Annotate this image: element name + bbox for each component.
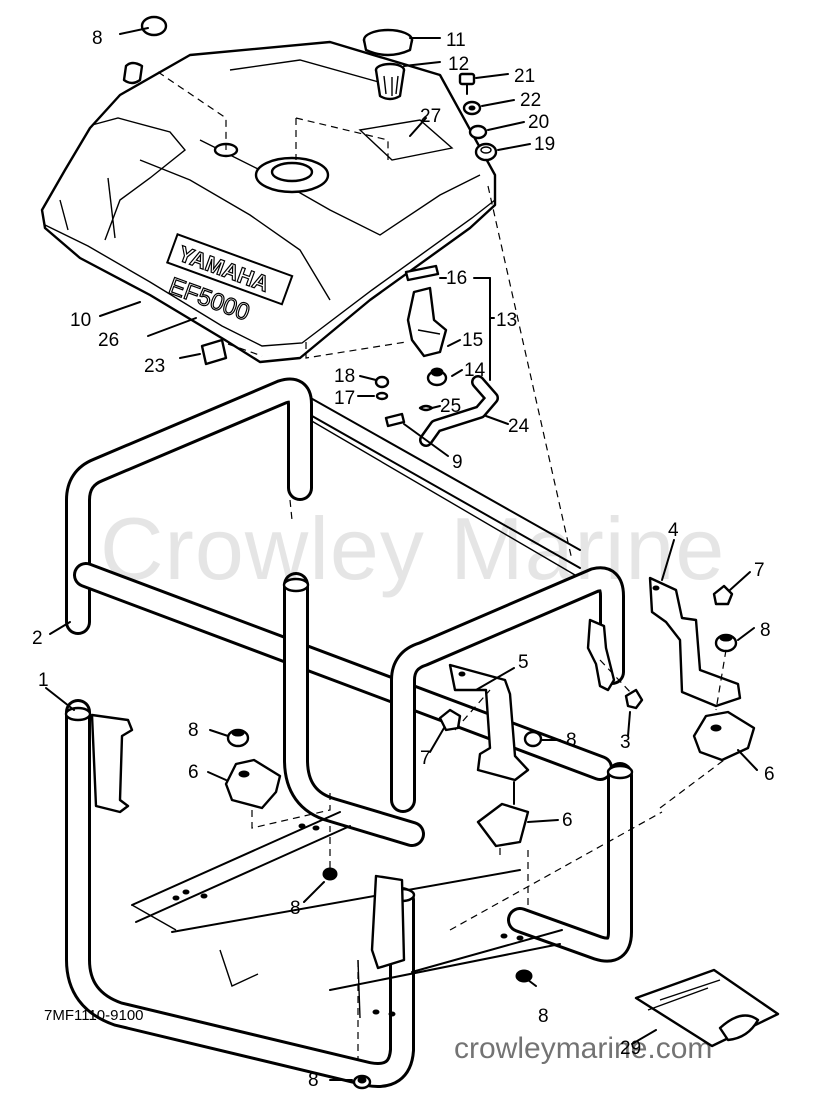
callout-8d: 8 bbox=[290, 898, 301, 919]
callout-19: 18 bbox=[334, 366, 355, 387]
nut-21 bbox=[468, 124, 488, 140]
site-url: crowleymarine.com bbox=[454, 1032, 713, 1065]
fuel-hose-25 bbox=[419, 375, 499, 447]
callout-8c: 8 bbox=[188, 720, 199, 741]
callout-16: 15 bbox=[462, 330, 483, 351]
callout-29: 29 bbox=[620, 1038, 641, 1059]
callout-26: 25 bbox=[440, 396, 461, 417]
callout-5: 5 bbox=[518, 652, 529, 673]
callout-14: 13 bbox=[496, 310, 517, 331]
callout-8f: 8 bbox=[308, 1070, 319, 1091]
callout-6a: 6 bbox=[188, 762, 199, 783]
callout-22: 21 bbox=[514, 66, 535, 87]
callout-7a: 7 bbox=[754, 560, 765, 581]
callout-17: 16 bbox=[446, 268, 467, 289]
bracket-left bbox=[90, 713, 134, 814]
callout-28: 27 bbox=[420, 106, 441, 127]
base-pan-holes bbox=[172, 823, 524, 1017]
callout-7b: 7 bbox=[420, 748, 431, 769]
callout-8e: 8 bbox=[538, 1006, 549, 1027]
callout-8b: 8 bbox=[566, 730, 577, 751]
callout-11: 11 bbox=[446, 30, 466, 51]
callout-25: 24 bbox=[508, 416, 530, 437]
callout-13: 8 bbox=[92, 28, 103, 49]
callout-1: 1 bbox=[38, 670, 49, 691]
drawing-code: 7MF1110-9100 bbox=[44, 1007, 144, 1024]
callout-21: 20 bbox=[528, 112, 549, 133]
callout-23: 22 bbox=[520, 90, 541, 111]
frame-base-pan bbox=[131, 811, 563, 1019]
strainer-12 bbox=[374, 62, 406, 101]
fuel-tank: YAMAHA EF5000 bbox=[40, 40, 497, 364]
callout-10: 10 bbox=[70, 310, 91, 331]
leader-lines bbox=[45, 27, 758, 1081]
callout-12: 12 bbox=[448, 54, 469, 75]
mount-6a bbox=[224, 758, 282, 810]
callout-3: 3 bbox=[620, 732, 631, 753]
callout-2: 2 bbox=[32, 628, 43, 649]
post-center bbox=[370, 874, 406, 970]
callout-6c: 6 bbox=[764, 764, 775, 785]
mount-6b bbox=[476, 781, 530, 848]
cap-13 bbox=[122, 15, 168, 85]
fuel-cock-assembly bbox=[374, 264, 448, 428]
callout-8a: 8 bbox=[760, 620, 771, 641]
fasteners bbox=[226, 584, 738, 1090]
bolt-22 bbox=[458, 72, 476, 95]
callout-9: 9 bbox=[452, 452, 463, 473]
callout-labels: 8 11 12 21 22 20 19 27 16 13 15 14 18 17… bbox=[32, 28, 775, 1091]
callout-18: 17 bbox=[334, 388, 355, 409]
callout-27: 26 bbox=[98, 330, 119, 351]
callout-20: 19 bbox=[534, 134, 555, 155]
guide-lines bbox=[157, 71, 727, 1060]
callout-15: 14 bbox=[464, 360, 486, 381]
callout-6b: 6 bbox=[562, 810, 573, 831]
washer-23 bbox=[462, 100, 482, 116]
callout-24: 23 bbox=[144, 356, 165, 377]
tank-cap-11 bbox=[362, 28, 414, 57]
small-bracket bbox=[586, 618, 616, 692]
callout-4: 4 bbox=[668, 520, 679, 541]
bracket-4 bbox=[648, 576, 742, 708]
mount-6c bbox=[692, 710, 756, 762]
frame-rear-rail bbox=[299, 391, 581, 576]
rubber-24 bbox=[200, 338, 228, 366]
grommet-20 bbox=[474, 142, 498, 162]
cover-29 bbox=[634, 968, 780, 1048]
bracket-5 bbox=[448, 663, 530, 782]
